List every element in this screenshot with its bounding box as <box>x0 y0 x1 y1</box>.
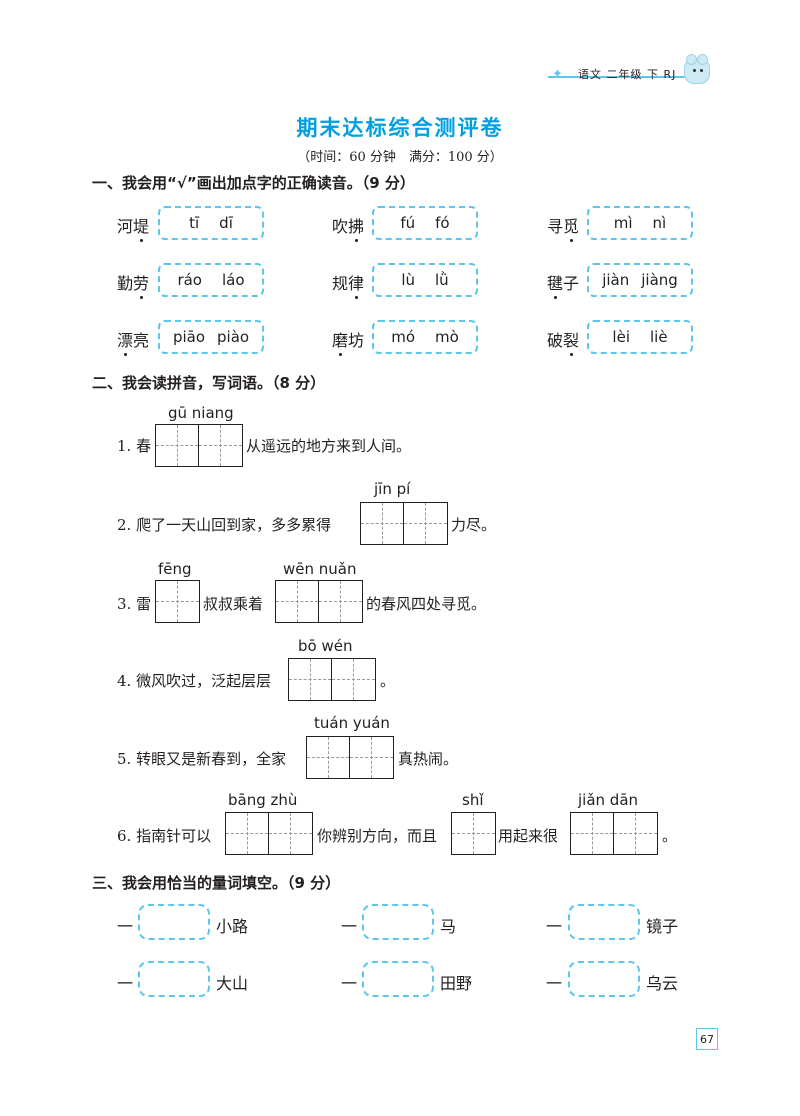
noun-label: 镜子 <box>646 917 679 936</box>
yi-prefix: 一 <box>341 917 358 936</box>
noun-label: 马 <box>440 917 457 936</box>
writing-grid[interactable] <box>306 736 394 779</box>
pinyin-prompt: jiǎn dān <box>578 791 639 809</box>
page-number: 67 <box>696 1028 718 1050</box>
writing-grid[interactable] <box>275 580 363 623</box>
question-text: 力尽。 <box>451 516 497 534</box>
measure-word-blank[interactable] <box>138 961 210 997</box>
yi-prefix: 一 <box>117 974 134 993</box>
question-text: 用起来很 <box>498 827 559 845</box>
question-text: 5. 转眼又是新春到，全家 <box>117 750 287 768</box>
question-text: 的春风四处寻觅。 <box>366 595 487 613</box>
pinyin-prompt: shǐ <box>462 791 484 809</box>
question-text: 叔叔乘着 <box>203 595 264 613</box>
section2-heading: 二、我会读拼音，写词语。（8 分） <box>92 374 326 392</box>
writing-grid[interactable] <box>155 424 243 467</box>
measure-word-blank[interactable] <box>568 961 640 997</box>
question-text: 真热闹。 <box>398 750 459 768</box>
writing-grid[interactable] <box>225 812 313 855</box>
yi-prefix: 一 <box>546 917 563 936</box>
pinyin-prompt: fēng <box>158 560 192 578</box>
writing-grid[interactable] <box>451 812 496 855</box>
page-title: 期末达标综合测评卷 <box>296 116 504 140</box>
question-text: 3. 雷 <box>117 595 152 613</box>
measure-word-blank[interactable] <box>568 904 640 940</box>
measure-word-blank[interactable] <box>138 904 210 940</box>
pinyin-prompt: tuán yuán <box>314 714 390 732</box>
question-text: 。 <box>662 827 678 845</box>
word-item: 河堤 <box>117 217 150 236</box>
word-item: 勤劳 <box>117 274 150 293</box>
noun-label: 乌云 <box>646 974 679 993</box>
star-icon: ✦ <box>552 67 563 82</box>
question-text: 从遥远的地方来到人间。 <box>246 437 412 455</box>
header-rule <box>548 76 708 78</box>
section1-heading: 一、我会用“√”画出加点字的正确读音。（9 分） <box>92 174 415 192</box>
question-text: 6. 指南针可以 <box>117 827 212 845</box>
yi-prefix: 一 <box>341 974 358 993</box>
pinyin-prompt: gū niang <box>168 404 234 422</box>
pinyin-prompt: wēn nuǎn <box>283 560 357 578</box>
noun-label: 田野 <box>440 974 473 993</box>
word-item: 寻觅 <box>547 217 580 236</box>
pinyin-prompt: bō wén <box>298 637 353 655</box>
writing-grid[interactable] <box>288 658 376 701</box>
noun-label: 大山 <box>216 974 249 993</box>
pinyin-prompt: bāng zhù <box>228 791 298 809</box>
writing-grid[interactable] <box>570 812 658 855</box>
question-text: 2. 爬了一天山回到家，多多累得 <box>117 516 332 534</box>
section3-heading: 三、我会用恰当的量词填空。（9 分） <box>92 874 341 892</box>
yi-prefix: 一 <box>117 917 134 936</box>
pinyin-prompt: jīn pí <box>374 480 411 498</box>
word-item: 毽子 <box>547 274 580 293</box>
word-item: 破裂 <box>547 331 580 350</box>
word-item: 磨坊 <box>332 331 365 350</box>
bear-mascot-icon <box>684 54 710 84</box>
writing-grid[interactable] <box>155 580 200 623</box>
question-text: 1. 春 <box>117 437 152 455</box>
question-text: 4. 微风吹过，泛起层层 <box>117 672 272 690</box>
noun-label: 小路 <box>216 917 249 936</box>
word-item: 漂亮 <box>117 331 150 350</box>
question-text: 。 <box>380 672 396 690</box>
measure-word-blank[interactable] <box>362 961 434 997</box>
running-title: 语文 二年级 下 RJ <box>578 68 677 81</box>
measure-word-blank[interactable] <box>362 904 434 940</box>
page-subtitle: （时间：60 分钟 满分：100 分） <box>297 150 503 165</box>
writing-grid[interactable] <box>360 502 448 545</box>
yi-prefix: 一 <box>546 974 563 993</box>
question-text: 你辨别方向，而且 <box>317 827 438 845</box>
word-item: 规律 <box>332 274 365 293</box>
word-item: 吹拂 <box>332 217 365 236</box>
